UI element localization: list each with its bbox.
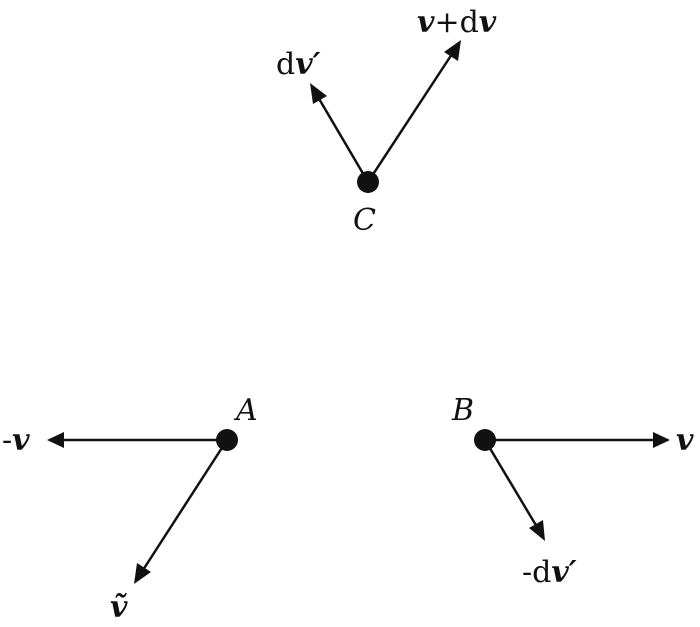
arrowhead-c-v-plus-dv <box>444 40 461 61</box>
vector-c-v-plus-dv <box>366 53 454 183</box>
arrowhead-a-neg-v <box>47 432 64 448</box>
label-b-v: v <box>676 423 694 458</box>
point-c-group: C dv′ v+dv <box>276 5 497 238</box>
vector-c-dv-prime <box>316 96 370 183</box>
vector-a-v-tilde <box>141 439 229 571</box>
point-b-group: B v -dv′ <box>451 393 694 590</box>
vector-b-neg-dv-prime <box>483 439 539 528</box>
label-a-v-tilde: ṽ <box>110 590 128 625</box>
point-b <box>474 429 496 451</box>
point-c-label: C <box>353 203 376 238</box>
label-c-v-plus-dv: v+dv <box>417 5 497 40</box>
point-a <box>216 429 238 451</box>
arrowhead-a-v-tilde <box>134 563 151 584</box>
arrowhead-b-v <box>653 432 670 448</box>
point-a-group: A -v ṽ <box>2 393 258 625</box>
label-b-neg-dv-prime: -dv′ <box>522 555 577 590</box>
label-a-neg-v: -v <box>2 423 30 458</box>
point-c <box>357 171 379 193</box>
arrowhead-b-neg-dv-prime <box>529 520 545 541</box>
label-c-dv-prime: dv′ <box>276 47 321 82</box>
point-b-label: B <box>451 393 474 428</box>
point-a-label: A <box>233 393 258 428</box>
arrowhead-c-dv-prime <box>310 83 327 104</box>
